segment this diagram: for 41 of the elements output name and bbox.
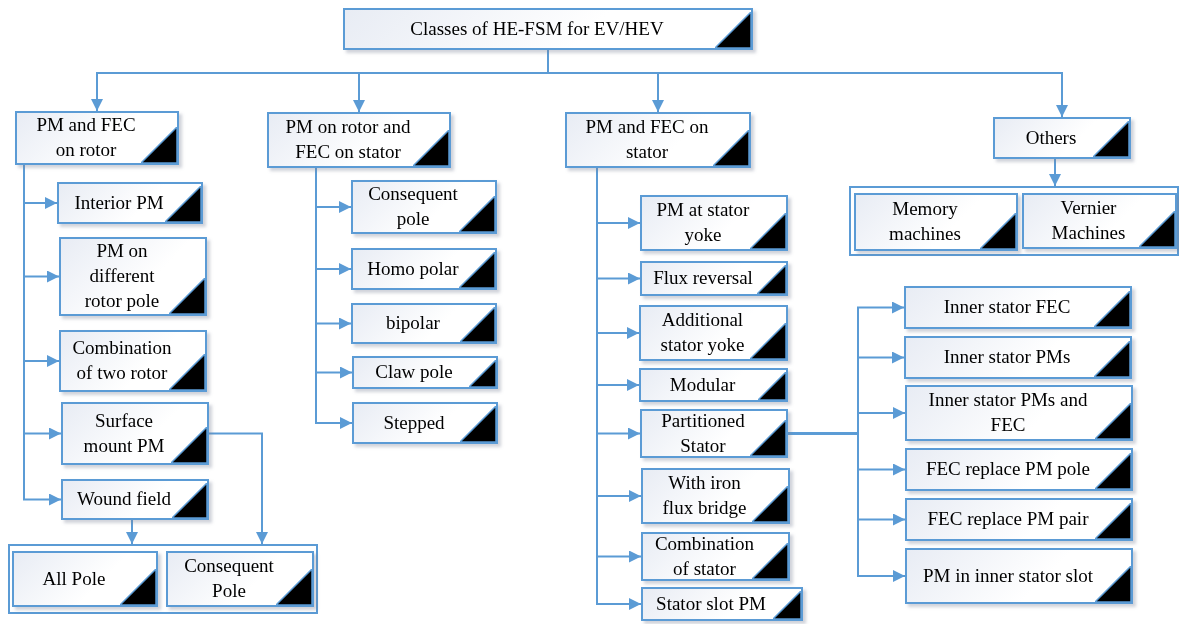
arrow (1049, 158, 1061, 187)
arrow (315, 167, 353, 429)
group-frame (8, 544, 318, 614)
group-frame (849, 186, 1179, 256)
category-box: Interior PM (57, 182, 203, 224)
category-box: Inner stator PMs (904, 336, 1132, 379)
category-box: Memory machines (854, 193, 1018, 251)
category-box: Combination of two rotor (59, 330, 207, 392)
category-box: Homo polar (351, 248, 497, 290)
category-box: Surface mount PM (61, 402, 209, 465)
category-box: Stator slot PM (641, 587, 803, 621)
category-box: Classes of HE-FSM for EV/HEV (343, 8, 753, 50)
category-box: Flux reversal (640, 261, 788, 296)
category-box: Vernier Machines (1022, 193, 1177, 249)
category-box: FEC replace PM pair (905, 498, 1133, 541)
category-box: Stepped (352, 402, 498, 444)
category-box: Consequent Pole (166, 551, 314, 607)
arrow (23, 164, 62, 506)
category-box: Partitioned Stator (640, 409, 788, 458)
category-box: Inner stator FEC (904, 286, 1132, 329)
arrow (208, 432, 268, 545)
category-box: PM at stator yoke (640, 195, 788, 251)
category-box: bipolar (351, 303, 497, 344)
category-box: All Pole (12, 551, 158, 607)
category-box: Modular (639, 368, 788, 402)
category-box: Claw pole (352, 356, 498, 389)
arrow (787, 432, 906, 582)
category-box: PM on different rotor pole (59, 237, 207, 316)
category-box: Combination of stator (641, 532, 790, 581)
category-box: PM and FEC on rotor (15, 111, 179, 165)
category-box: Wound field (61, 479, 209, 520)
category-box: PM in inner stator slot (905, 548, 1133, 604)
arrow (126, 519, 138, 545)
category-box: PM and FEC on stator (565, 112, 751, 168)
category-box: FEC replace PM pole (905, 448, 1133, 491)
category-box: Consequent pole (351, 180, 497, 234)
category-box: Others (993, 117, 1131, 159)
category-box: Inner stator PMs and FEC (905, 385, 1133, 441)
category-box: PM on rotor and FEC on stator (267, 112, 451, 168)
category-box: With iron flux bridge (641, 468, 790, 524)
category-box: Additional stator yoke (639, 305, 788, 361)
